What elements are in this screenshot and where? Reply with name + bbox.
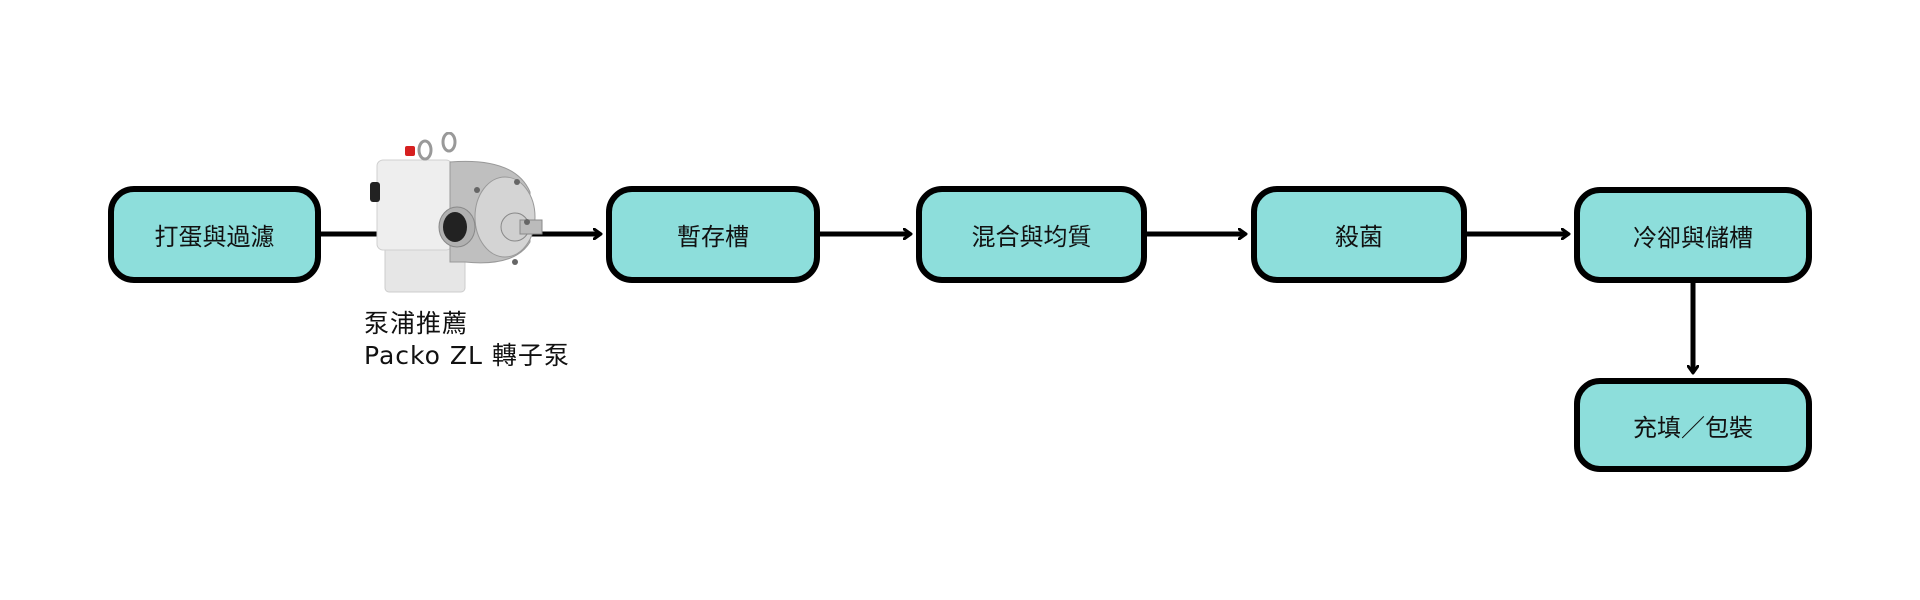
- step-cooling-storage: 冷卻與儲槽: [1574, 187, 1812, 283]
- step-label: 打蛋與過濾: [154, 223, 275, 251]
- step-label: 冷卻與儲槽: [1633, 223, 1753, 252]
- step-label: 混合與均質: [971, 223, 1092, 251]
- step-egg-breaking-filtering: 打蛋與過濾: [108, 186, 321, 283]
- step-label: 充填／包裝: [1633, 413, 1753, 442]
- pump-image: [365, 131, 565, 297]
- pump-caption-title: 泵浦推薦: [364, 309, 469, 338]
- step-holding-tank: 暫存槽: [606, 186, 820, 283]
- pump-recommendation: 泵浦推薦 Packo ZL 轉子泵: [364, 308, 570, 372]
- step-label: 殺菌: [1335, 223, 1383, 251]
- step-filling-packaging: 充填／包裝: [1574, 378, 1812, 472]
- pump-caption-model: Packo ZL 轉子泵: [364, 341, 570, 370]
- step-label: 暫存槽: [677, 223, 749, 251]
- step-mixing-homogenizing: 混合與均質: [916, 186, 1147, 283]
- step-sterilization: 殺菌: [1251, 186, 1467, 283]
